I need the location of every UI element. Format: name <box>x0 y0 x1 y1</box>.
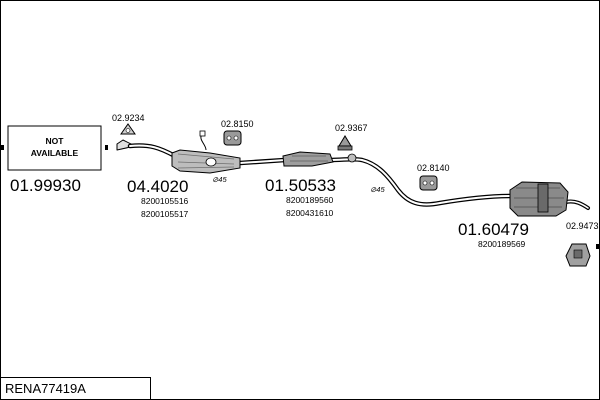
not-available-box: NOT AVAILABLE <box>7 125 102 171</box>
accessory-ref-5: 02.9473 <box>566 221 599 231</box>
accessory-02-9367: 02.9367 <box>335 123 368 151</box>
oe-ref-3-2: 8200431610 <box>286 208 334 218</box>
part-number-4: 01.60479 <box>458 220 529 239</box>
not-available-line-1: NOT <box>46 136 65 146</box>
accessory-02-9234: 02.9234 <box>112 113 145 135</box>
oe-ref-4-1: 8200189569 <box>478 239 526 249</box>
part-number-1: 01.99930 <box>10 176 81 195</box>
kit-code: RENA77419A <box>5 381 86 396</box>
accessory-02-8140: 02.8140 <box>417 163 450 191</box>
side-mark-left <box>1 145 4 150</box>
angle-mark-1: ⊘45 <box>212 175 227 184</box>
part-number-2: 04.4020 <box>127 177 188 196</box>
catalytic-converter <box>171 130 241 174</box>
angle-mark-2: ⊘45 <box>370 185 385 194</box>
accessory-ref-1: 02.9234 <box>112 113 145 123</box>
side-mark-right <box>596 244 599 249</box>
accessory-02-8150: 02.8150 <box>221 119 254 146</box>
oe-ref-3-1: 8200189560 <box>286 195 334 205</box>
rear-silencer <box>509 181 569 217</box>
oe-ref-2-2: 8200105517 <box>141 209 189 219</box>
not-available-line-2: AVAILABLE <box>31 148 79 158</box>
oe-ref-2-1: 8200105516 <box>141 196 189 206</box>
central-silencer <box>282 151 357 167</box>
part-number-3: 01.50533 <box>265 176 336 195</box>
kit-code-box: RENA77419A <box>0 377 151 399</box>
accessory-02-9473: 02.9473 <box>565 221 599 267</box>
box-connector <box>105 145 108 150</box>
accessory-ref-2: 02.8150 <box>221 119 254 129</box>
accessory-ref-4: 02.8140 <box>417 163 450 173</box>
accessory-ref-3: 02.9367 <box>335 123 368 133</box>
